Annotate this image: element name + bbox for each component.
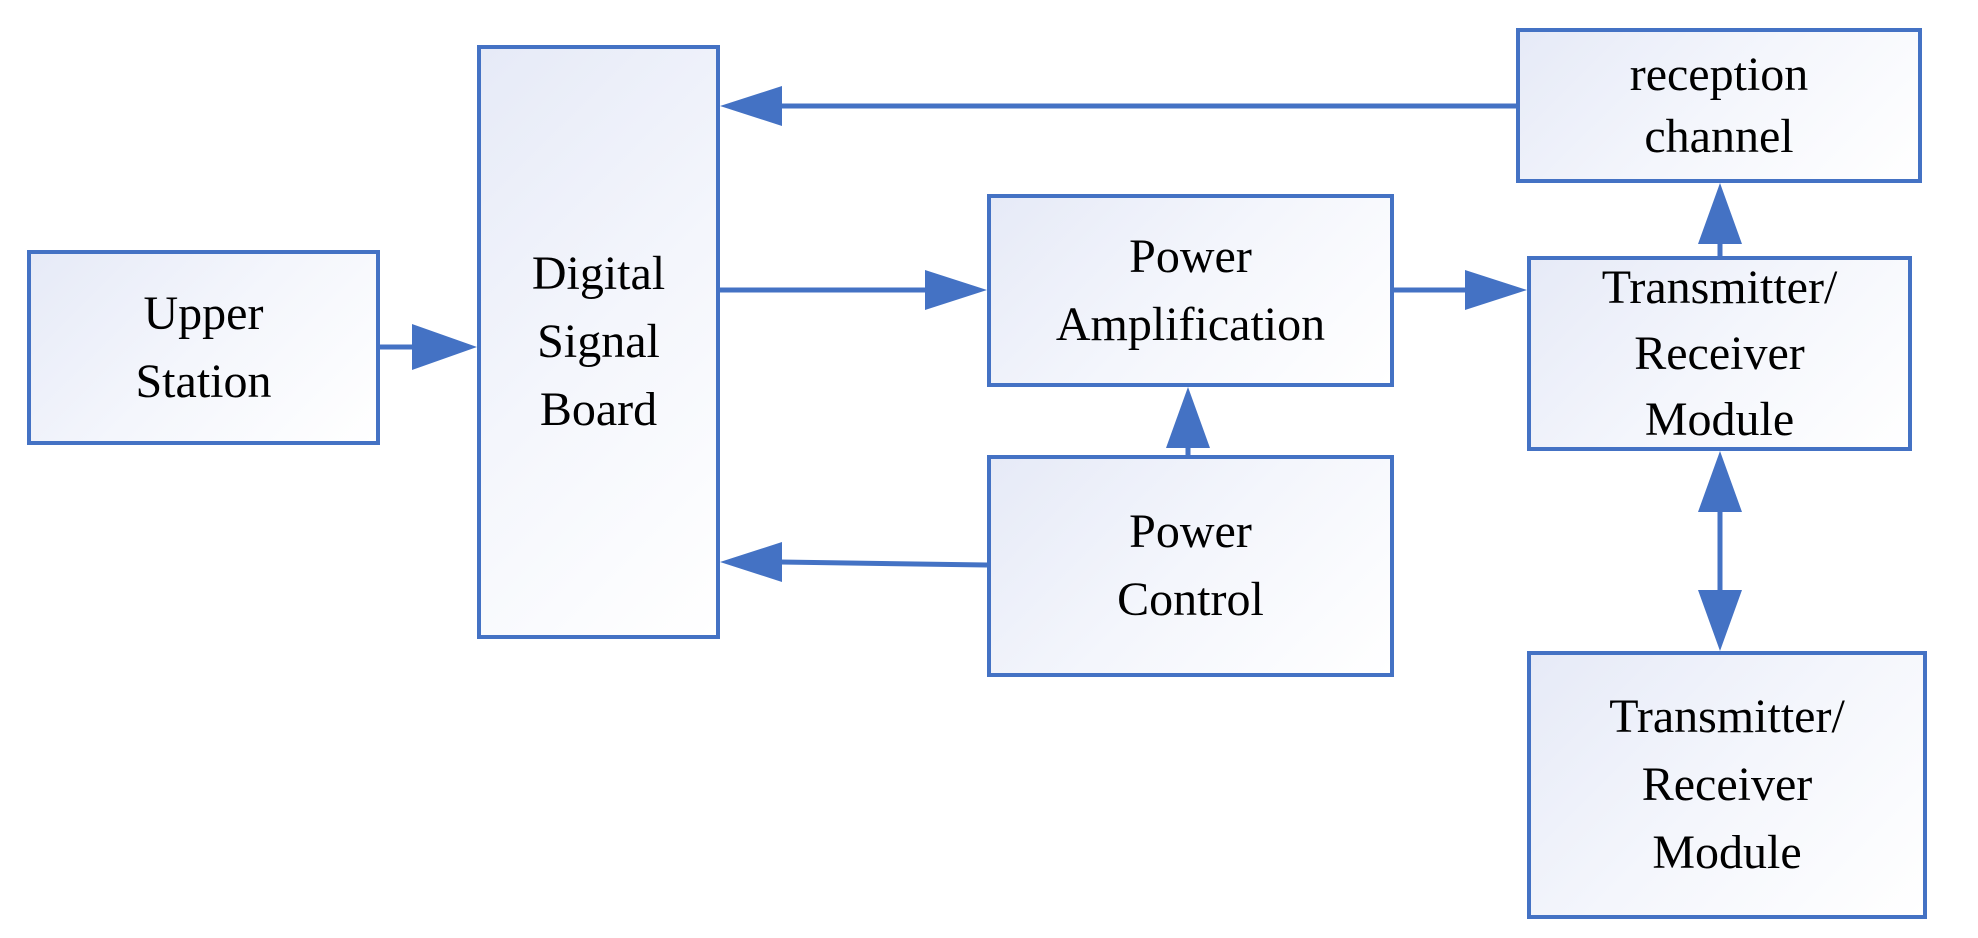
- tr-module-1-line-1: Transmitter/: [1601, 260, 1838, 314]
- power-control-block: Power Control: [987, 455, 1394, 677]
- reception-channel-block: reception channel: [1516, 28, 1922, 183]
- upper-station-line-1: Upper: [143, 286, 264, 340]
- tr-module-2-line-2: Receiver: [1641, 758, 1813, 811]
- reception-channel-line-1: reception: [1629, 47, 1809, 101]
- arrow-amplification-to-tr1: [1394, 270, 1527, 310]
- arrow-reception-to-dsb: [720, 86, 1516, 126]
- tr-module-1-block: Transmitter/ Receiver Module: [1527, 256, 1912, 451]
- arrow-tr1-to-reception: [1698, 183, 1742, 256]
- tr-module-1-line-2: Receiver: [1634, 326, 1805, 380]
- arrow-dsb-to-amplification: [720, 270, 987, 310]
- power-amplification-line-2: Amplification: [1055, 297, 1326, 351]
- arrow-tr1-tr2-bidirectional: [1698, 451, 1742, 651]
- power-amplification-block: Power Amplification: [987, 194, 1394, 387]
- digital-signal-board-line-2: Signal: [537, 315, 660, 368]
- upper-station-block: Upper Station: [27, 250, 380, 445]
- upper-station-line-2: Station: [135, 354, 272, 408]
- power-control-line-1: Power: [1129, 505, 1252, 558]
- digital-signal-board-block: Digital Signal Board: [477, 45, 720, 639]
- arrow-upper-to-dsb: [380, 324, 477, 370]
- tr-module-2-line-3: Module: [1652, 826, 1802, 879]
- tr-module-1-line-3: Module: [1644, 392, 1795, 446]
- reception-channel-line-2: channel: [1644, 109, 1794, 163]
- arrow-control-to-dsb: [720, 542, 988, 582]
- arrow-control-to-amplification: [1166, 387, 1210, 455]
- power-control-line-2: Control: [1117, 573, 1264, 626]
- power-amplification-line-1: Power: [1129, 229, 1252, 283]
- tr-module-2-line-1: Transmitter/: [1609, 690, 1845, 743]
- tr-module-2-block: Transmitter/ Receiver Module: [1527, 651, 1927, 919]
- digital-signal-board-line-3: Board: [539, 383, 658, 436]
- digital-signal-board-line-1: Digital: [531, 247, 666, 300]
